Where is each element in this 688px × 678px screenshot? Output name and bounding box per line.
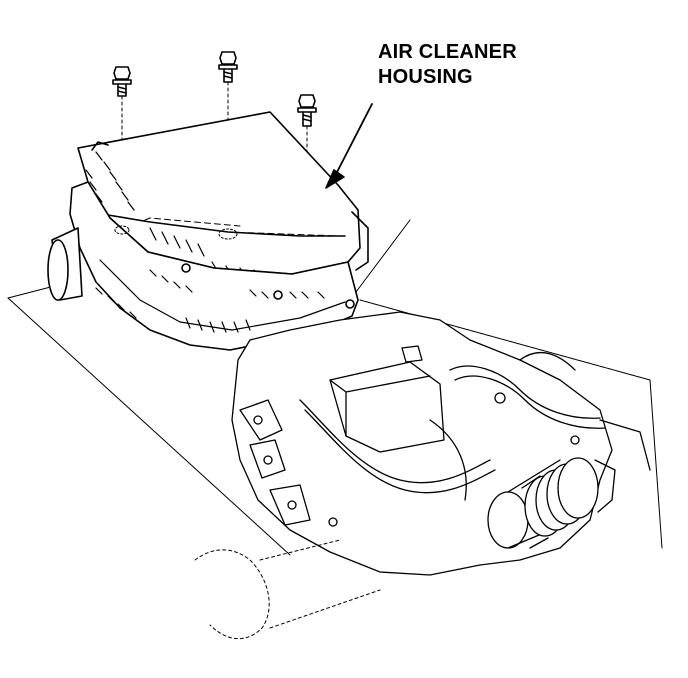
- engine-bay-components: [232, 312, 650, 575]
- callout-arrow: [326, 104, 372, 188]
- dashed-pipe-outline: [195, 540, 380, 639]
- air-cleaner-housing-label: AIR CLEANER HOUSING: [378, 40, 517, 90]
- label-line-1: AIR CLEANER: [378, 41, 517, 63]
- label-line-2: HOUSING: [378, 66, 473, 88]
